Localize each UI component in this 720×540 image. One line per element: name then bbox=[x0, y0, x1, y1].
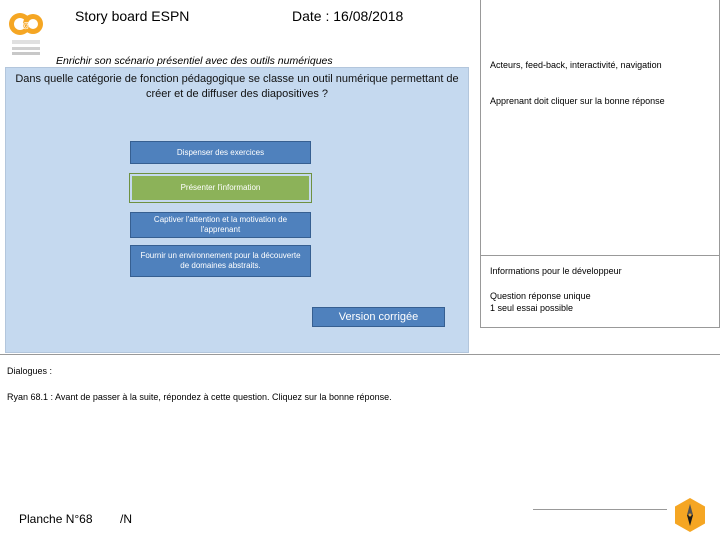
page-title: Story board ESPN bbox=[75, 8, 190, 24]
scenario-subtitle: Enrichir son scénario présentiel avec de… bbox=[56, 55, 333, 67]
quiz-question: Dans quelle catégorie de fonction pédago… bbox=[15, 73, 459, 100]
answer-option-exercises[interactable]: Dispenser des exercices bbox=[130, 141, 311, 164]
slide-number: Planche N°68 bbox=[19, 512, 93, 526]
actors-note: Acteurs, feed-back, interactivité, navig… bbox=[490, 60, 662, 70]
dialogue-text: Ryan 68.1 : Avant de passer à la suite, … bbox=[7, 392, 392, 402]
slide-total: /N bbox=[120, 512, 132, 526]
dialogues-section bbox=[0, 354, 720, 540]
footer-divider bbox=[533, 509, 667, 510]
corrected-version-button[interactable]: Version corrigée bbox=[312, 307, 445, 327]
cap-logo-icon: @ bbox=[9, 13, 43, 55]
developer-info: Question réponse unique 1 seul essai pos… bbox=[490, 290, 591, 314]
developer-info-line: 1 seul essai possible bbox=[490, 303, 574, 313]
answer-option-present-information[interactable]: Présenter l'information bbox=[129, 173, 312, 203]
compass-icon bbox=[675, 498, 705, 532]
date-label: Date : 16/08/2018 bbox=[292, 8, 404, 24]
answer-option-attention-motivation[interactable]: Captiver l'attention et la motivation de… bbox=[130, 212, 311, 238]
instruction-note: Apprenant doit cliquer sur la bonne répo… bbox=[490, 96, 665, 106]
notes-panel bbox=[480, 0, 720, 328]
panel-divider bbox=[480, 255, 720, 256]
slide-preview bbox=[5, 67, 469, 353]
answer-option-abstract-domains[interactable]: Fournir un environnement pour la découve… bbox=[130, 245, 311, 277]
svg-text:@: @ bbox=[22, 21, 30, 30]
dialogues-label: Dialogues : bbox=[7, 366, 53, 376]
developer-info-title: Informations pour le développeur bbox=[490, 266, 622, 276]
developer-info-line: Question réponse unique bbox=[490, 291, 591, 301]
